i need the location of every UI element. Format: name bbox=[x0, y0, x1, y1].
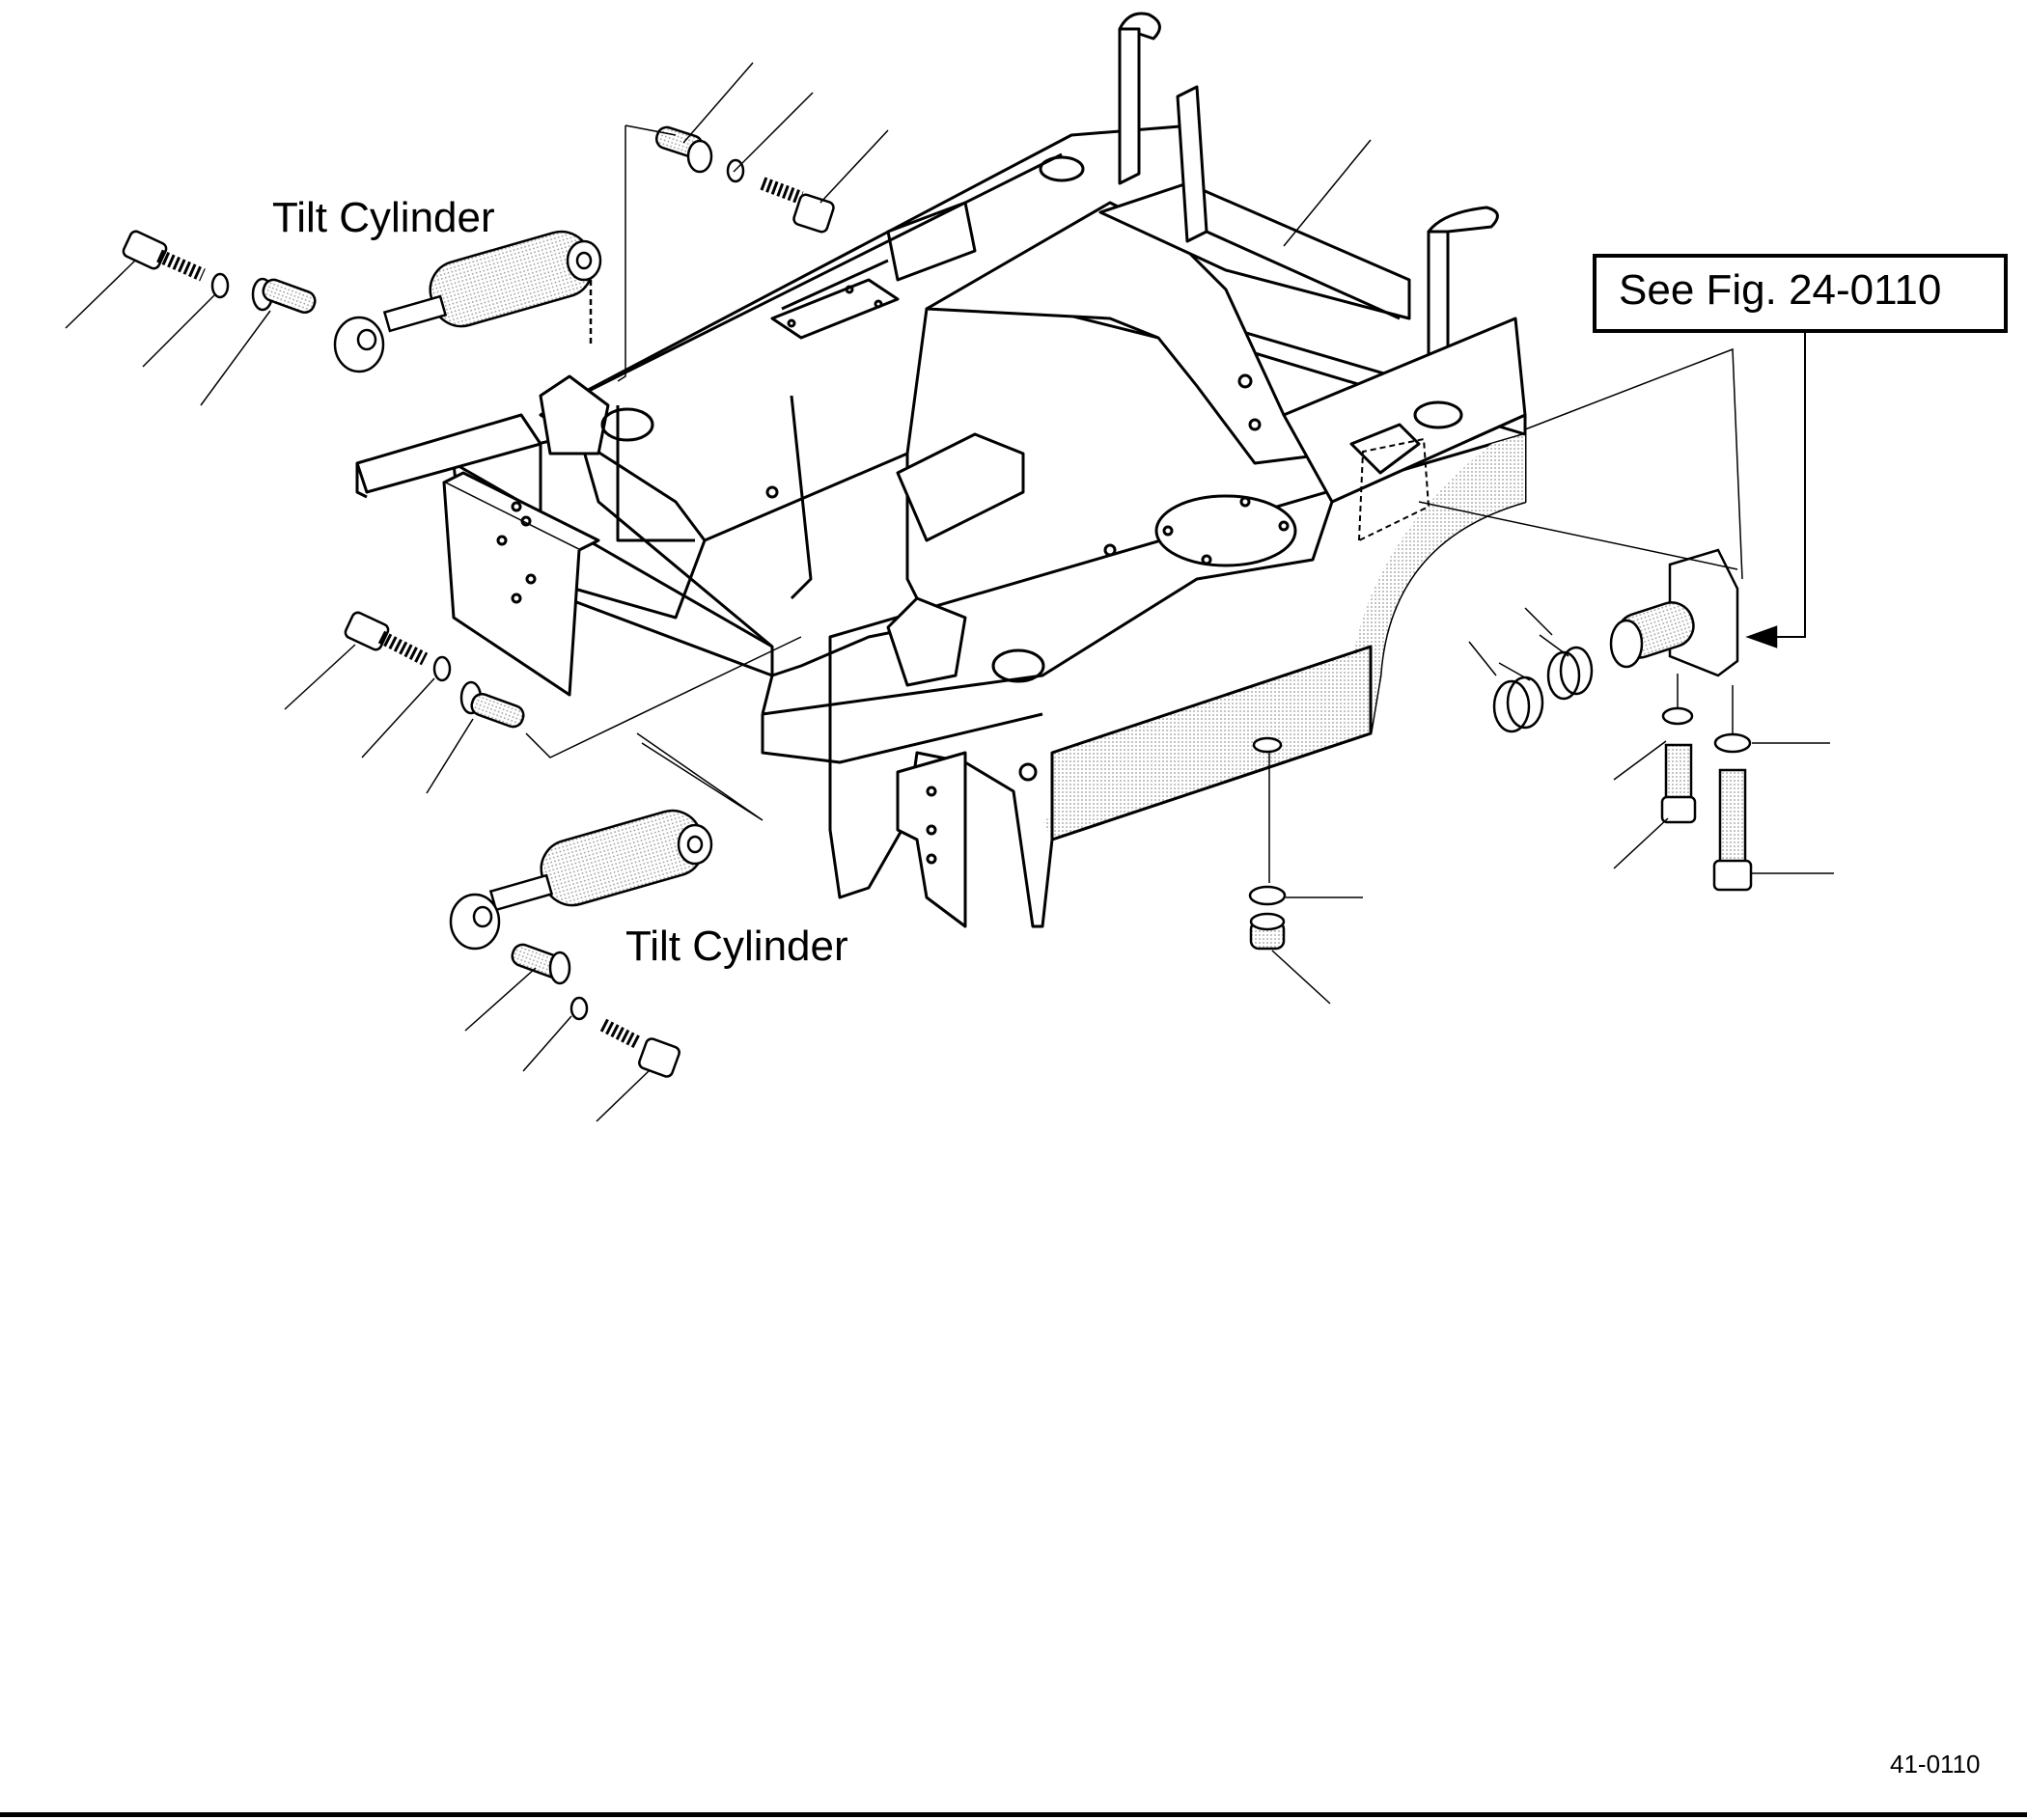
see-fig-reference[interactable]: See Fig. 24-0110 bbox=[1619, 266, 1941, 314]
bottom-rule bbox=[0, 1812, 2027, 1817]
figure-code: 41-0110 bbox=[1890, 1750, 1981, 1779]
upper-tilt-cylinder bbox=[333, 230, 602, 373]
upper-left-pin-assembly bbox=[65, 230, 317, 406]
see-fig-box bbox=[1593, 254, 2008, 333]
tilt-cylinder-label-lower: Tilt Cylinder bbox=[625, 923, 848, 970]
main-frame bbox=[355, 12, 1527, 928]
tilt-cylinder-label-upper: Tilt Cylinder bbox=[272, 194, 495, 241]
drain-plug-assembly bbox=[1248, 736, 1363, 1005]
middle-left-pin-assembly bbox=[284, 611, 802, 794]
lower-tilt-cylinder bbox=[449, 732, 764, 951]
right-mount-assembly bbox=[1283, 139, 1834, 892]
top-center-pin-assembly bbox=[617, 62, 889, 382]
lower-pin-assembly bbox=[464, 943, 680, 1122]
